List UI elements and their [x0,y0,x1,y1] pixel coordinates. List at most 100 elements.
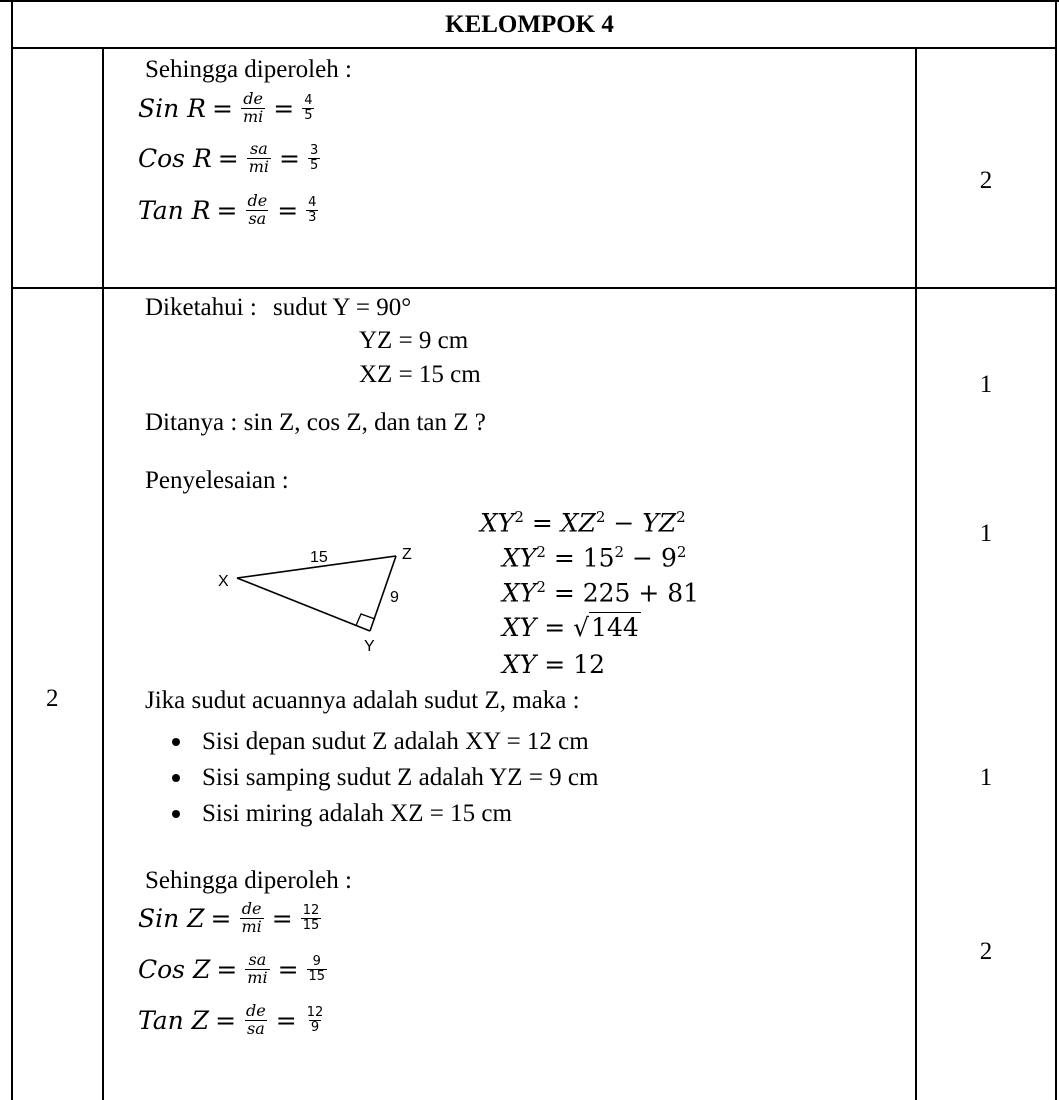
column-divider-2 [915,47,917,1100]
side-yz-label: 9 [390,589,399,606]
fraction-numerator: de [243,89,263,109]
side-xz-label: 15 [310,549,328,566]
calc-value: 12 [573,650,605,679]
table-border-right [1055,0,1057,1100]
bullet-icon [172,810,180,818]
calc-term: 15 [582,543,615,573]
radicand: 144 [589,612,641,642]
calc-term: XY [480,508,515,538]
reference-text: Jika sudut acuannya adalah sudut Z, maka… [145,687,580,714]
calc-exponent: 2 [676,543,687,561]
calc-line-5: XY = 12 [502,650,605,679]
fraction-numerator: 12 [302,903,320,919]
bullet-text: Sisi depan sudut Z adalah XY = 12 cm [202,728,589,755]
equals-sign: = [215,1005,237,1035]
equals-sign: = [273,93,295,123]
calc-term: YZ [642,508,677,538]
equals-sign: = [271,903,293,933]
calc-line-2: XY2 = 152 − 92 [502,543,686,572]
fraction-denominator: sa [246,208,269,228]
square-root: √144 [573,612,641,642]
bullet-item: Sisi samping sudut Z adalah YZ = 9 cm [172,764,598,792]
formula-function: Sin Z [138,903,205,933]
calc-exponent: 2 [676,508,686,526]
calc-exponent: 2 [514,508,524,526]
equals-sign: = [210,903,232,933]
equals-sign: = [279,143,300,173]
calc-term: XY [502,650,537,679]
radical-sign-icon: √ [573,613,590,642]
table-header-title: KELOMPOK 4 [445,10,614,38]
column-divider-1 [102,47,104,1100]
fraction-numerator: 3 [309,143,319,159]
known-xz: XZ = 15 cm [359,361,481,388]
equals-sign: = [216,954,238,984]
formula-function: Cos Z [138,954,211,984]
calc-term: XZ [560,508,596,538]
calc-exponent: 2 [536,543,546,561]
fraction-denominator: 9 [308,1019,322,1035]
calc-exponent: 2 [614,543,625,561]
equals-sign: = [275,1005,297,1035]
fraction-numerator: de [247,191,268,211]
row2-intro2: Sehingga diperoleh : [145,867,352,894]
vertex-y-label: Y [364,638,375,653]
bullet-text: Sisi samping sudut Z adalah YZ = 9 cm [202,764,599,791]
equals-sign: = [217,143,239,173]
equals-sign: = [277,195,299,225]
triangle-side-xz [236,555,397,579]
calc-value: 225 + 81 [582,578,700,608]
fraction-denominator: 15 [300,917,322,933]
known-angle: sudut Y = 90° [273,294,412,321]
formula-function: Cos R [138,143,212,173]
row2-score-calc: 1 [979,520,993,547]
row2-score-sides: 1 [979,764,993,791]
bullet-icon [172,774,180,782]
fraction-denominator: mi [246,156,272,176]
vertex-x-label: X [218,573,229,590]
fraction-numerator: de [241,899,262,919]
known-label: Diketahui : [145,294,257,321]
table-border-top [0,0,1059,2]
row-divider [11,287,1057,289]
equals-sign: = [531,508,553,538]
header-divider [11,47,1057,49]
fraction-numerator: de [246,1001,266,1021]
formula-function: Tan R [138,195,211,225]
equals-sign: = [277,954,299,984]
equals-sign: = [216,195,238,225]
calc-line-4: XY = √144 [502,612,641,642]
calc-term: XY [502,578,537,608]
calc-line-1: XY2 = XZ2 − YZ2 [480,508,686,537]
fraction-numerator: 12 [306,1005,324,1021]
equals-sign: = [553,578,575,608]
fraction-denominator: mi [239,916,264,936]
fraction-numerator: sa [250,139,268,159]
fraction-denominator: 5 [307,157,321,173]
calc-term: XY [502,543,537,573]
fraction-denominator: 5 [302,107,315,123]
equals-sign: = [553,543,575,573]
calc-exponent: 2 [595,508,606,526]
row2-score-known: 1 [979,371,993,398]
calc-term: XY [502,613,537,642]
fraction-numerator: 4 [308,195,317,211]
row2-number: 2 [46,685,59,712]
fraction-denominator: 3 [306,209,319,225]
bullet-icon [172,738,180,746]
fraction-denominator: mi [240,106,266,126]
